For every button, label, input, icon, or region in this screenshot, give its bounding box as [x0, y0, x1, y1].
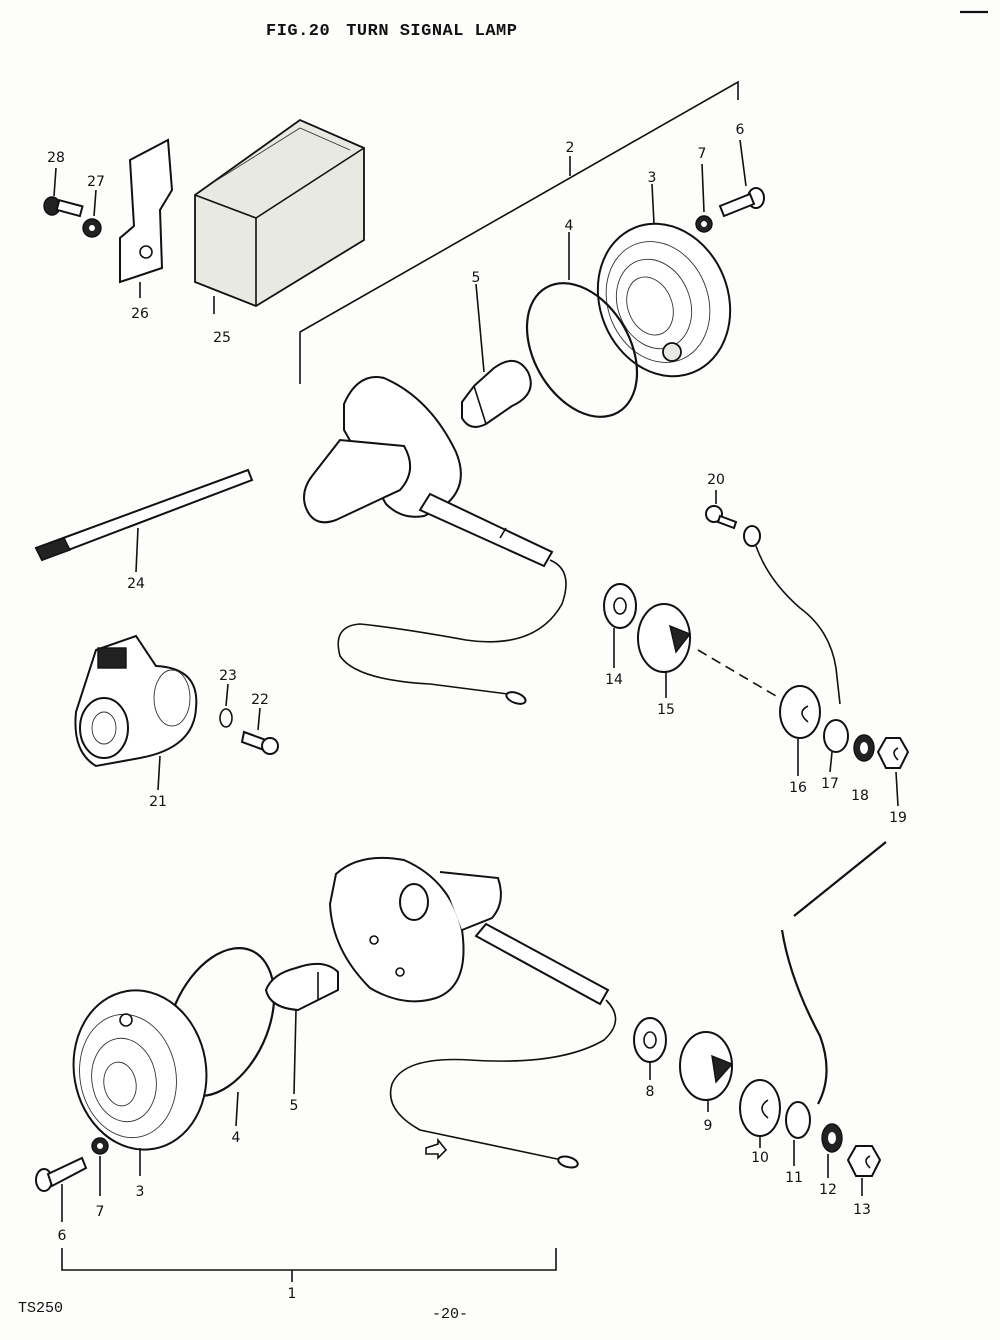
callout-23: 23 [219, 668, 237, 684]
callout-labels: 1 2 3 3 4 4 5 5 6 6 7 7 8 9 10 11 12 13 … [47, 122, 907, 1302]
callout-24: 24 [127, 576, 145, 592]
callout-4-lower: 4 [232, 1130, 241, 1146]
callout-4-upper: 4 [565, 218, 574, 234]
callout-1: 1 [288, 1286, 297, 1302]
harness-band [34, 468, 254, 573]
nut-27 [82, 189, 102, 238]
washer-17 [823, 719, 849, 773]
callout-25: 25 [213, 330, 231, 346]
callout-17: 17 [821, 776, 839, 792]
lamp-housing-upper [303, 376, 567, 705]
callout-9: 9 [704, 1118, 713, 1134]
figure-number: FIG.20 [266, 22, 331, 41]
callout-21: 21 [149, 794, 167, 810]
callout-8: 8 [646, 1084, 655, 1100]
callout-27: 27 [87, 174, 105, 190]
callout-6-upper: 6 [736, 122, 745, 138]
turn-signal-switch [74, 634, 198, 791]
callout-6-lower: 6 [58, 1228, 67, 1244]
assembly-bracket-lower [61, 1248, 557, 1271]
callout-3-upper: 3 [648, 170, 657, 186]
callout-10: 10 [751, 1150, 769, 1166]
washer-7-lower [91, 1137, 109, 1196]
callout-7-upper: 7 [698, 146, 707, 162]
gasket-upper [525, 232, 639, 418]
figure-name: TURN SIGNAL LAMP [346, 22, 518, 41]
rubber-bushing-9 [679, 1031, 734, 1112]
ground-wire-lower [780, 841, 887, 1105]
rubber-bushing-15 [637, 603, 692, 698]
screw-28 [43, 167, 84, 218]
callout-26: 26 [131, 306, 149, 322]
bulb-upper [461, 283, 532, 428]
washer-23 [219, 683, 233, 728]
ground-wire-upper [705, 490, 841, 705]
lamp-housing-lower [328, 856, 617, 1169]
relay-bracket [119, 138, 174, 298]
lock-washer-12 [821, 1123, 843, 1178]
callout-28: 28 [47, 150, 65, 166]
callout-5-upper: 5 [472, 270, 481, 286]
model-label: TS250 [18, 1300, 64, 1317]
direction-arrow [425, 1137, 448, 1160]
lock-washer-18 [853, 734, 875, 762]
nut-13 [846, 1145, 882, 1196]
alignment-line-upper [697, 649, 777, 697]
page-number: -20- [432, 1306, 469, 1323]
screw-6-upper [718, 139, 765, 218]
callout-14: 14 [605, 672, 623, 688]
washer-11 [785, 1101, 811, 1166]
nut-19 [876, 737, 910, 807]
lens-upper [596, 183, 732, 378]
washer-7-upper [695, 163, 713, 233]
assembly-bracket-upper [299, 80, 739, 384]
bulb-lower [264, 962, 339, 1095]
washer-8 [633, 1017, 667, 1080]
washer-14 [603, 583, 637, 668]
callout-12: 12 [819, 1182, 837, 1198]
callout-11: 11 [785, 1170, 803, 1186]
callout-15: 15 [657, 702, 675, 718]
screw-22 [240, 707, 279, 755]
callout-13: 13 [853, 1202, 871, 1218]
spacer-10 [739, 1079, 781, 1148]
flasher-relay [194, 118, 365, 314]
callout-5-lower: 5 [290, 1098, 299, 1114]
callout-16: 16 [789, 780, 807, 796]
callout-2: 2 [566, 140, 575, 156]
screw-6-lower [35, 1156, 88, 1222]
callout-18: 18 [851, 788, 869, 804]
spacer-16 [779, 685, 821, 776]
callout-7-lower: 7 [96, 1204, 105, 1220]
figure-title: FIG.20 TURN SIGNAL LAMP [266, 22, 517, 41]
callout-20: 20 [707, 472, 725, 488]
callout-3-lower: 3 [136, 1184, 145, 1200]
lens-lower [72, 989, 208, 1176]
callout-19: 19 [889, 810, 907, 826]
callout-22: 22 [251, 692, 269, 708]
